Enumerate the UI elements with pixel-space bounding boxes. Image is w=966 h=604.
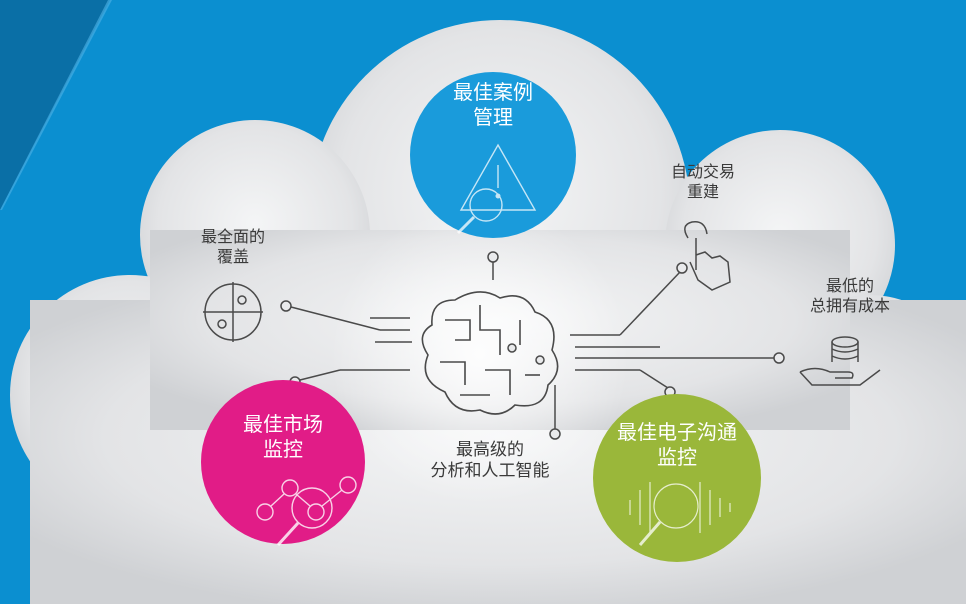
node-label-line2: 管理 [473, 105, 513, 129]
center-label-line1: 最高级的 [456, 440, 524, 460]
magenta-circle [201, 380, 365, 544]
node-label-line2: 总拥有成本 [809, 296, 890, 315]
node-label-line1: 最佳市场 [243, 412, 323, 436]
node-trade-reconstruction-label: 自动交易 重建 [638, 162, 768, 202]
node-case-management-label: 最佳案例 管理 [413, 80, 573, 130]
green-circle [593, 394, 761, 562]
node-label-line2: 监控 [263, 437, 303, 461]
soundwave-magnifier-icon [629, 482, 731, 546]
node-label-line1: 自动交易 [670, 162, 735, 181]
node-label-line2: 重建 [686, 182, 719, 201]
node-label-line2: 监控 [657, 445, 697, 469]
node-market-surveillance-label: 最佳市场 监控 [203, 412, 363, 462]
node-label-line1: 最佳案例 [453, 80, 533, 104]
center-label: 最高级的 分析和人工智能 [390, 440, 590, 483]
node-ecomms-surveillance-label: 最佳电子沟通 监控 [592, 420, 762, 470]
network-magnifier-icon [256, 476, 357, 547]
coins-hand-icon [799, 336, 881, 386]
warning-magnifier-icon [456, 143, 537, 235]
node-tco-label: 最低的 总拥有成本 [780, 276, 920, 316]
tap-gesture-icon [684, 221, 731, 291]
node-coverage-label: 最全面的 覆盖 [168, 227, 298, 267]
node-label-line2: 覆盖 [216, 247, 249, 266]
node-label-line1: 最低的 [825, 276, 874, 295]
center-label-line2: 分析和人工智能 [430, 461, 550, 482]
node-label-line1: 最全面的 [200, 227, 265, 246]
connector-lines [290, 262, 774, 430]
node-label-line1: 最佳电子沟通 [617, 420, 737, 444]
background-diagonal-line [0, 0, 112, 210]
brain-circuit-icon [421, 291, 559, 415]
puzzle-crosshair-icon [203, 282, 263, 342]
